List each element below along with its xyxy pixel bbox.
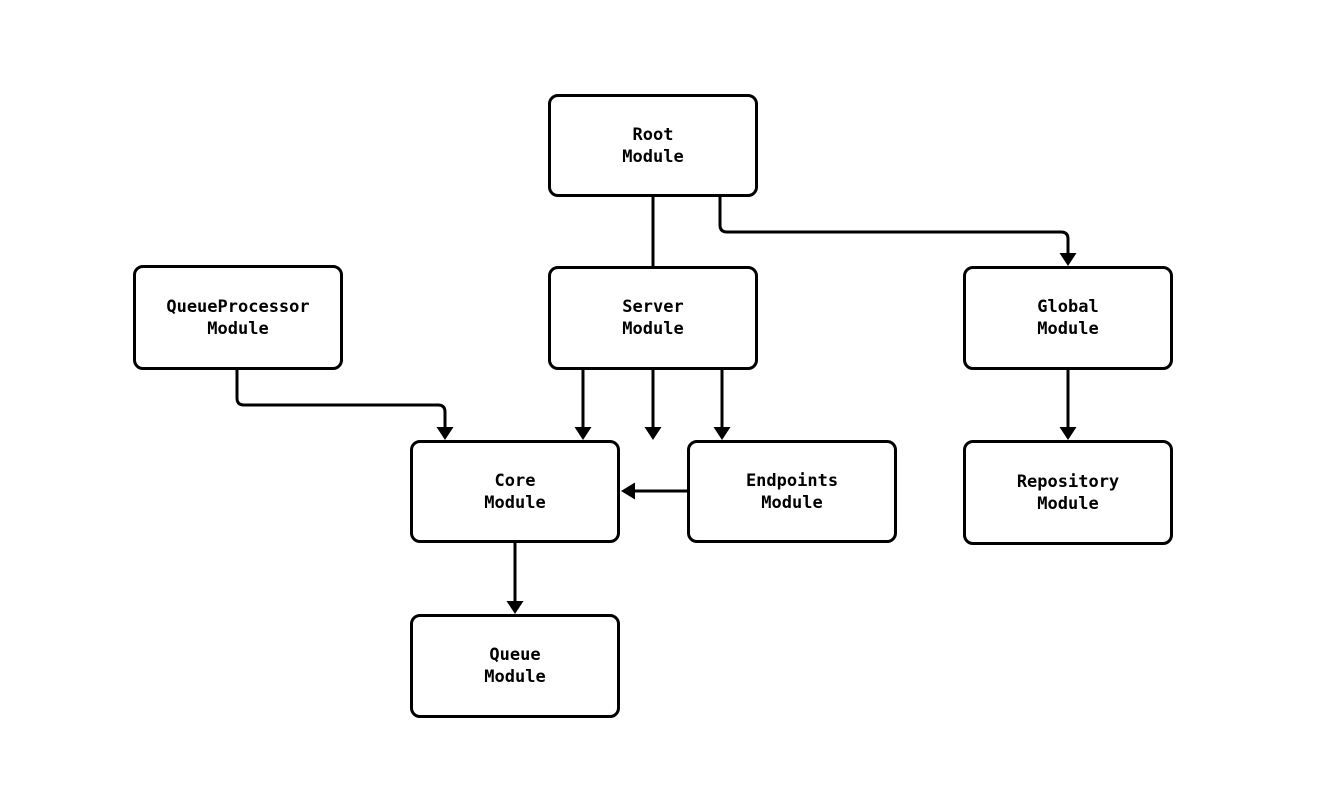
edge-core-queue <box>506 543 524 614</box>
node-global-module-label: Global Module <box>1037 297 1099 339</box>
node-core-module-label: Core Module <box>484 470 546 513</box>
node-queueprocessor-module[interactable]: QueueProcessor Module <box>133 265 343 370</box>
node-server-module[interactable]: Server Module <box>548 266 758 370</box>
node-queue-module-label: Queue Module <box>484 645 546 687</box>
node-global-module[interactable]: Global Module <box>963 266 1173 370</box>
edge-server-endpoints <box>713 370 731 440</box>
edge-server-core <box>574 370 592 440</box>
node-queueprocessor-module-label: QueueProcessor Module <box>166 296 310 339</box>
edge-endpoints-core <box>621 482 687 500</box>
node-repository-module-label: Repository Module <box>1016 471 1120 514</box>
node-root-module[interactable]: Root Module <box>548 94 758 197</box>
edge-root-global <box>718 197 1077 266</box>
node-repository-module[interactable]: Repository Module <box>963 440 1173 545</box>
edge-queueprocessor-core <box>235 370 454 440</box>
node-endpoints-module[interactable]: Endpoints Module <box>687 440 897 543</box>
node-core-module[interactable]: Core Module <box>410 440 620 543</box>
node-root-module-label: Root Module <box>622 124 684 167</box>
node-endpoints-module-label: Endpoints Module <box>745 470 839 513</box>
node-server-module-label: Server Module <box>622 297 684 339</box>
node-queue-module[interactable]: Queue Module <box>410 614 620 718</box>
edge-global-repository <box>1059 370 1077 440</box>
